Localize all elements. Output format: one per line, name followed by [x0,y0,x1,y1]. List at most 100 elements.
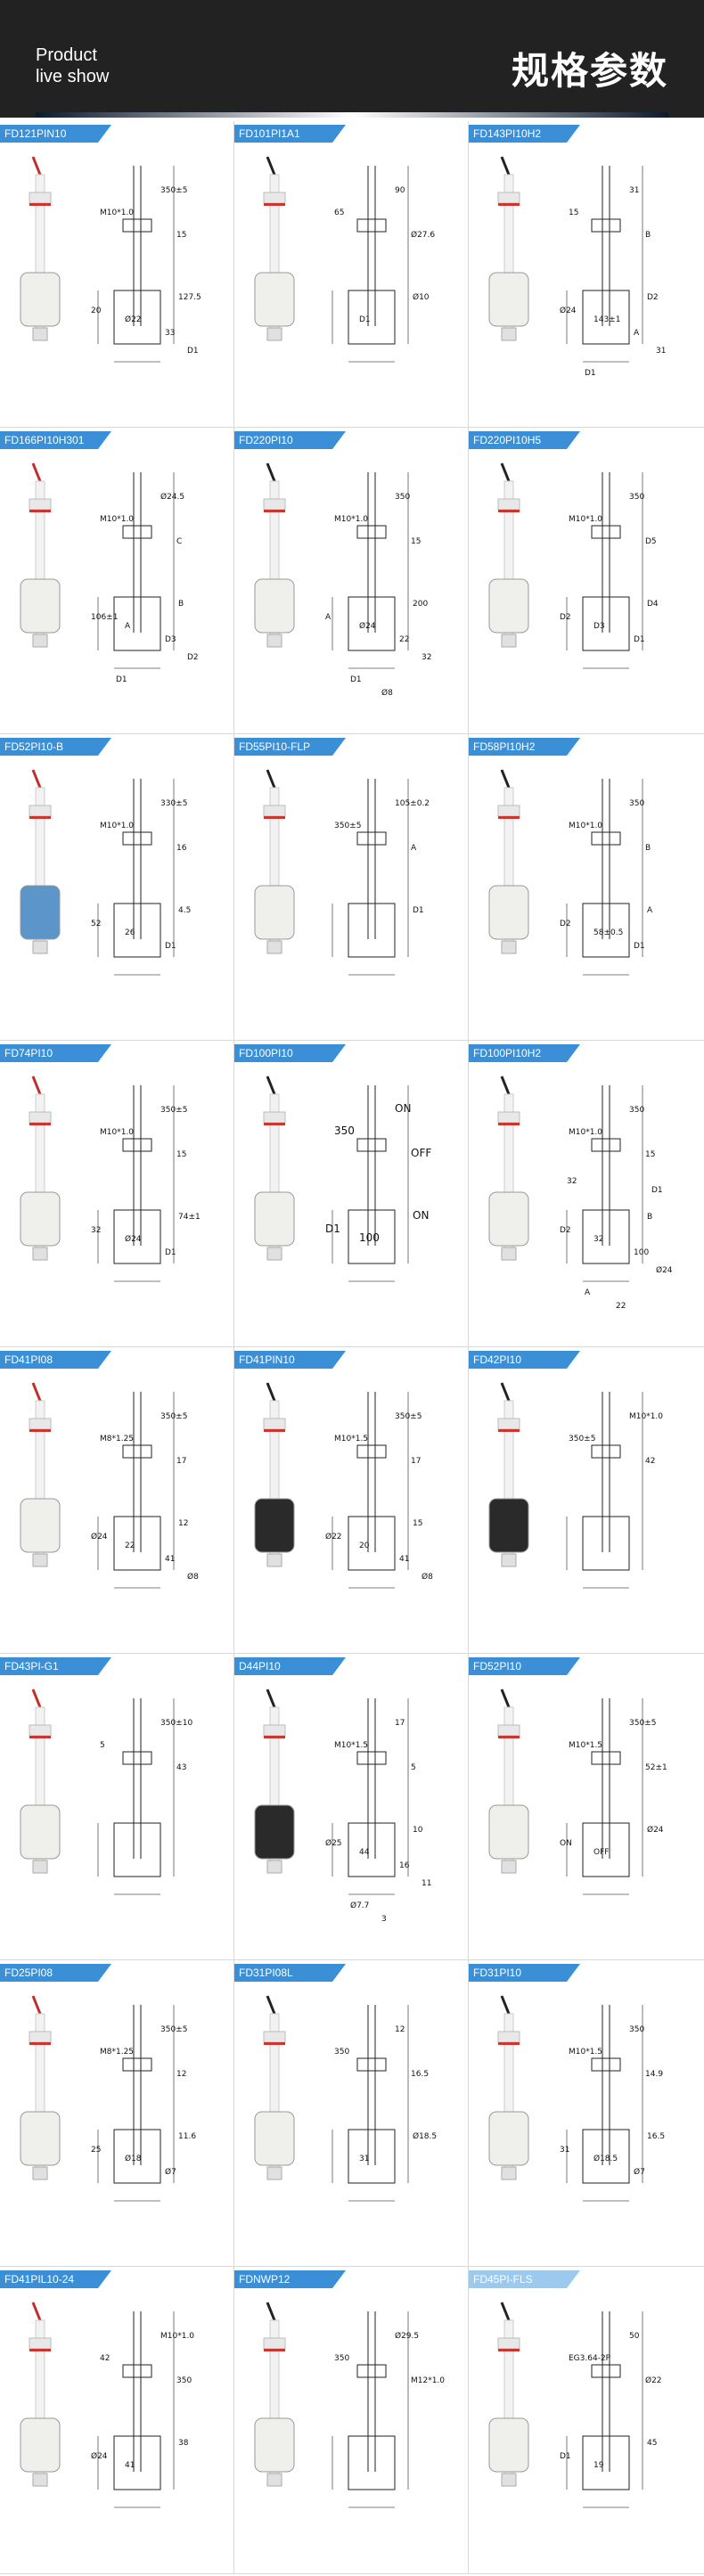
dimension-label: M10*1.0 [629,1412,663,1421]
dimension-label: 52±1 [645,1763,667,1772]
sensor-photo [20,156,61,341]
dimension-label: M10*1.5 [334,1741,368,1750]
dimension-label: M10*1.0 [569,822,602,830]
model-tag: FD31PI10 [469,1964,580,1982]
sensor-photo [488,1689,529,1874]
dimension-label: B [178,600,184,609]
dimension-label: 31 [629,186,639,195]
dimension-label: D1 [634,942,645,951]
dimension-label: 22 [399,635,409,644]
dimension-label: 4.5 [178,906,191,915]
dimension-label: 33 [165,329,175,338]
dimension-label: 22 [125,1542,135,1550]
dimension-label: 45 [647,2439,657,2448]
header-title-en: Product live show [36,45,109,87]
dimension-label: ON [560,1839,572,1848]
dimension-label: 350±5 [395,1412,422,1421]
dimension-label: EG3.64-2P [569,2354,611,2363]
dimension-label: 16.5 [647,2132,665,2141]
model-tag: FD41PIL10-24 [0,2270,111,2288]
dimension-label: 32 [593,1235,603,1244]
dimension-label: 200 [413,600,428,609]
dimension-label: OFF [593,1848,609,1857]
sensor-photo [488,1382,529,1567]
dimension-label: M8*1.25 [100,1435,134,1443]
dimension-label: B [645,844,651,853]
sensor-photo [488,462,529,648]
dimension-label: A [325,613,332,622]
dimension-label: 58±0.5 [593,928,623,937]
dimension-label: B [645,231,651,240]
dimension-label: 143±1 [593,315,620,324]
dimension-label: M10*1.0 [334,515,368,524]
model-tag: FD43PI-G1 [0,1657,111,1675]
sensor-photo [488,1995,529,2180]
dimension-label: D2 [647,293,659,302]
dimension-label: Ø18.5 [593,2154,618,2163]
dimension-label: Ø7 [634,2167,645,2177]
model-tag: FD52PI10 [469,1657,580,1675]
model-tag: FD41PI08 [0,1351,111,1369]
dimension-label: 17 [411,1457,421,1466]
dimension-label: M8*1.25 [100,2048,134,2057]
dimension-label: Ø7 [165,2167,176,2177]
dimension-label: 90 [395,186,405,195]
dimension-label: Ø24 [656,1265,673,1275]
dimension-label: ON [413,1209,429,1222]
dimension-label: D1 [350,675,362,684]
dimension-label: 350±5 [569,1435,595,1443]
dimension-label: 350 [334,2048,349,2057]
dimension-label: Ø24 [647,1825,664,1835]
dimension-label: 12 [176,2070,186,2079]
dimension-label: 15 [176,231,186,240]
sensor-photo [20,1995,61,2180]
dimension-label: 15 [176,1150,186,1159]
dimension-label: M10*1.0 [100,1128,134,1137]
dimension-label: 52 [91,920,101,928]
model-tag: FD101PI1A1 [234,125,346,143]
model-tag: FD121PIN10 [0,125,111,143]
model-tag: FD41PIN10 [234,1351,346,1369]
dimension-label: D1 [560,2452,571,2461]
dimension-label: 11.6 [178,2132,196,2141]
dimension-label: A [585,1288,591,1297]
model-tag: FD42PI10 [469,1351,580,1369]
dimension-label: OFF [411,1147,431,1159]
dimension-label: 32 [567,1177,577,1186]
dimension-label: 100 [359,1231,380,1244]
model-tag: FD25PI08 [0,1964,111,1982]
dimension-label: M10*1.0 [569,1128,602,1137]
dimension-label: D2 [560,920,571,928]
dimension-label: Ø27.6 [411,230,435,240]
dimension-label: 350 [334,2354,349,2363]
dimension-label: 43 [176,1763,186,1772]
dimension-label: Ø22 [645,2376,662,2385]
dimension-label: 31 [656,347,666,356]
